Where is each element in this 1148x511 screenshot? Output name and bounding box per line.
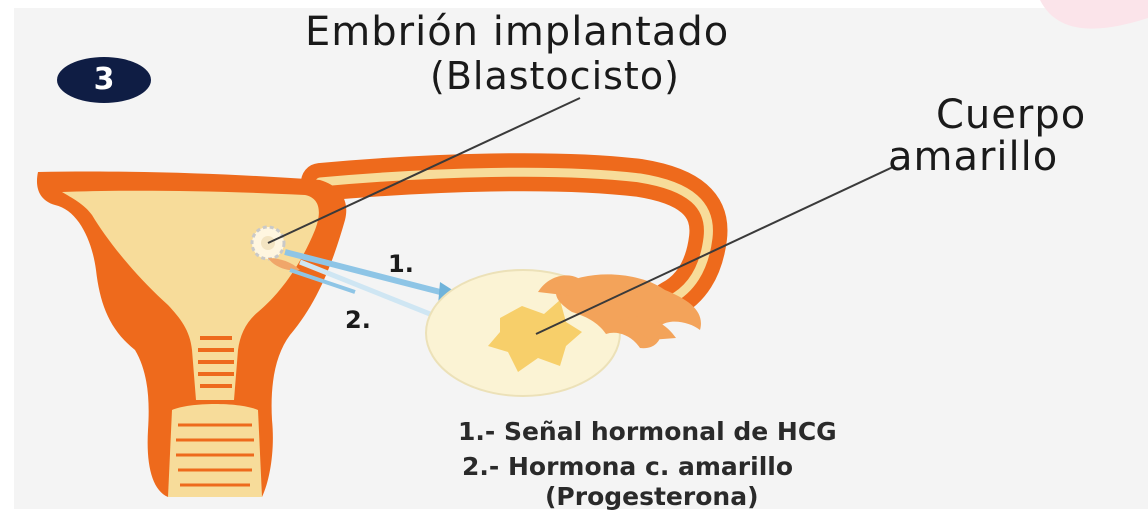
arrow-label-2: 2. [345,306,371,334]
legend-item-corpus-hormone: 2.- Hormona c. amarillo [462,452,793,481]
legend-item-progesterone: (Progesterona) [545,482,759,511]
embryo-label-line2: (Blastocisto) [430,54,680,98]
corpus-label-line2: amarillo [888,134,1058,180]
legend-item-hcg: 1.- Señal hormonal de HCG [458,417,837,446]
arrow-label-1: 1. [388,250,414,278]
step-number: 3 [94,65,115,95]
embryo-label-line1: Embrión implantado [305,9,729,55]
corpus-label-line1: Cuerpo [936,92,1086,138]
corner-decoration [1040,0,1148,29]
vagina [168,404,262,497]
step-number-badge: 3 [57,57,151,103]
